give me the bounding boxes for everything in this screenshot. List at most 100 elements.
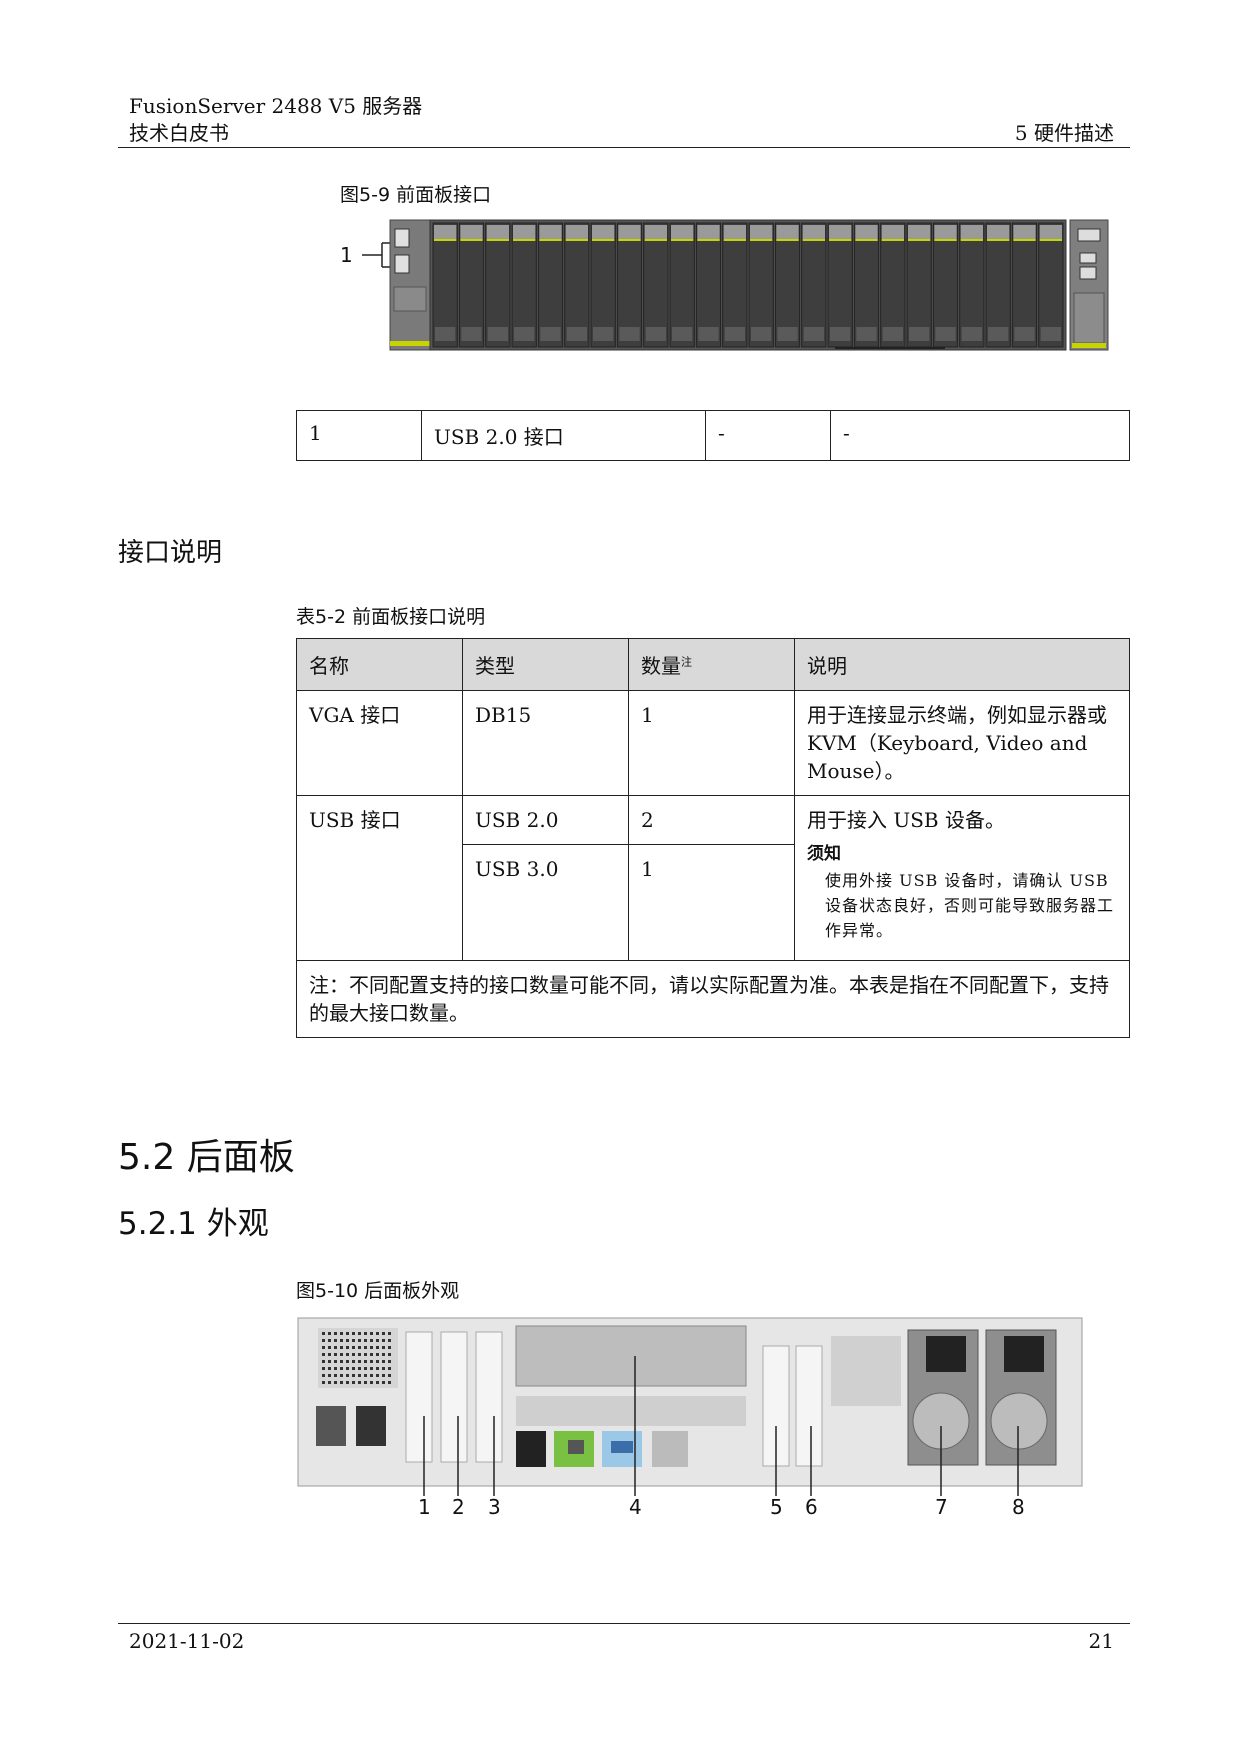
vent-hole — [382, 1346, 385, 1349]
drive-slot-label — [697, 225, 720, 239]
drive-slot — [616, 222, 643, 348]
vent-hole — [388, 1353, 391, 1356]
rear-callout-3: 3 — [488, 1495, 501, 1519]
heading-5-2-1: 5.2.1 外观 — [118, 1206, 269, 1242]
vent-hole — [334, 1381, 337, 1384]
rear-callout-2: 2 — [452, 1495, 465, 1519]
drive-handle — [566, 327, 587, 341]
vent-hole — [376, 1374, 379, 1377]
drive-slot-label — [671, 225, 694, 239]
vent-hole — [322, 1339, 325, 1342]
notice-body: 使用外接 USB 设备时，请确认 USB 设备状态良好，否则可能导致服务器工作异… — [825, 871, 1115, 940]
vent-hole — [358, 1367, 361, 1370]
drive-led — [1039, 239, 1062, 241]
vent-hole — [328, 1381, 331, 1384]
table-row: 1 USB 2.0 接口 - - — [296, 410, 1130, 461]
vent-hole — [322, 1374, 325, 1377]
vent-hole — [382, 1353, 385, 1356]
vent-hole — [358, 1346, 361, 1349]
usb-desc-text: 用于接入 USB 设备。 — [807, 808, 1005, 832]
drive-handle — [961, 327, 982, 341]
drive-led — [987, 239, 1010, 241]
vent-hole — [358, 1332, 361, 1335]
rear-panel-figure — [297, 1317, 1083, 1496]
rear-callout-1: 1 — [418, 1495, 431, 1519]
vent-hole — [346, 1360, 349, 1363]
drive-led — [486, 239, 509, 241]
vent-hole — [364, 1339, 367, 1342]
col-header-desc: 说明 — [794, 638, 1130, 691]
drive-handle — [751, 327, 772, 341]
vent-hole — [334, 1332, 337, 1335]
drive-slot — [669, 222, 695, 348]
drive-led — [934, 239, 957, 241]
power-socket-icon — [1004, 1336, 1044, 1372]
header-rule — [118, 147, 1130, 148]
drive-led — [539, 239, 562, 241]
footer-page-number: 21 — [1088, 1629, 1114, 1653]
vent-hole — [382, 1367, 385, 1370]
drive-slot — [695, 222, 722, 348]
drive-led — [513, 239, 536, 241]
usb-port-icon — [516, 1431, 546, 1467]
section-heading-interface: 接口说明 — [118, 538, 223, 568]
drive-led — [750, 239, 773, 241]
vent-hole — [370, 1332, 373, 1335]
drive-slot — [643, 222, 669, 348]
vent-hole — [364, 1346, 367, 1349]
drive-slot-label — [565, 225, 588, 239]
rear-callout-5: 5 — [770, 1495, 783, 1519]
header-doc-type: 技术白皮书 — [129, 121, 229, 145]
drive-handle — [1014, 327, 1035, 341]
drive-slot — [801, 222, 827, 348]
vent-hole — [340, 1381, 343, 1384]
vent-hole — [376, 1381, 379, 1384]
vent-hole — [382, 1360, 385, 1363]
front-callout-label: 1 — [340, 243, 353, 267]
vent-hole — [358, 1360, 361, 1363]
rear-callout-4: 4 — [629, 1495, 642, 1519]
vent-hole — [334, 1374, 337, 1377]
vent-hole — [328, 1353, 331, 1356]
vent-hole — [376, 1339, 379, 1342]
vent-hole — [388, 1381, 391, 1384]
drive-slot-label — [1013, 225, 1036, 239]
vent-hole — [370, 1360, 373, 1363]
drive-slot — [932, 222, 959, 348]
vent-hole — [346, 1346, 349, 1349]
drive-handle — [935, 327, 956, 341]
cell-id: 1 — [296, 410, 422, 461]
drive-slot-label — [644, 225, 667, 239]
front-interface-table: 1 USB 2.0 接口 - - — [296, 410, 1130, 461]
drive-led — [460, 239, 483, 241]
vent-hole — [376, 1332, 379, 1335]
vent-hole — [388, 1374, 391, 1377]
drive-handle — [645, 327, 666, 341]
vent-hole — [340, 1346, 343, 1349]
vent-hole — [352, 1339, 355, 1342]
figure-caption-front: 图5-9 前面板接口 — [340, 184, 492, 206]
drive-handle — [724, 327, 745, 341]
table-footnote: 注：不同配置支持的接口数量可能不同，请以实际配置为准。本表是指在不同配置下，支持… — [296, 960, 1130, 1038]
drive-slot — [1011, 222, 1038, 348]
vent-hole — [388, 1332, 391, 1335]
drive-led — [776, 239, 799, 241]
vent-hole — [328, 1367, 331, 1370]
vent-hole — [334, 1360, 337, 1363]
vent-hole — [352, 1367, 355, 1370]
drive-slot-label — [987, 225, 1010, 239]
drive-slot — [959, 222, 985, 348]
drive-slot — [485, 222, 511, 348]
drive-handle — [777, 327, 798, 341]
drive-slot — [748, 222, 774, 348]
vent-hole — [364, 1332, 367, 1335]
vent-hole — [322, 1353, 325, 1356]
drive-handle — [593, 327, 614, 341]
figure-caption-rear: 图5-10 后面板外观 — [296, 1280, 460, 1302]
vent-hole — [352, 1346, 355, 1349]
drive-handle — [487, 327, 508, 341]
drive-slot-label — [434, 225, 457, 239]
drive-slot-label — [908, 225, 931, 239]
drive-slot-label — [486, 225, 509, 239]
cell-vga-name: VGA 接口 — [296, 690, 463, 796]
